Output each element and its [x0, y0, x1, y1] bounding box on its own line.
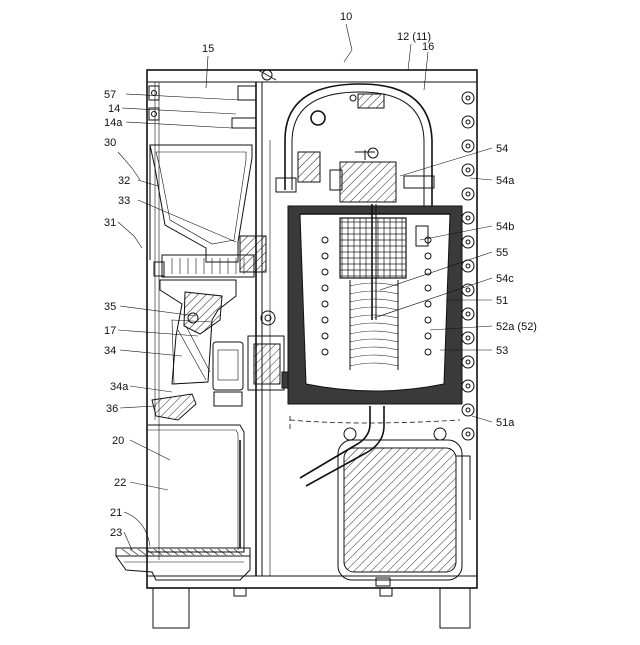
condenser-coil — [462, 92, 474, 440]
label-54b: 54b — [496, 221, 514, 233]
evaporator-motor — [276, 148, 434, 202]
motor-block — [213, 311, 290, 390]
label-55: 55 — [496, 247, 508, 259]
label-53: 53 — [496, 345, 508, 357]
auger-assembly — [154, 236, 266, 277]
label-54a: 54a — [496, 175, 515, 187]
label-23: 23 — [110, 527, 122, 539]
label-17: 17 — [104, 325, 116, 337]
ice-outlet — [152, 392, 242, 420]
label-31: 31 — [104, 217, 116, 229]
label-30: 30 — [104, 137, 116, 149]
label-14: 14 — [108, 103, 120, 115]
label-20: 20 — [112, 435, 124, 447]
label-36: 36 — [106, 403, 118, 415]
label-35: 35 — [104, 301, 116, 313]
label-34: 34 — [104, 345, 116, 357]
label-52a: 52a (52) — [496, 321, 537, 333]
drip-tank — [148, 425, 244, 552]
label-32: 32 — [118, 175, 130, 187]
label-33: 33 — [118, 195, 130, 207]
label-54c: 54c — [496, 273, 514, 285]
dashed-pipe — [290, 416, 460, 432]
ice-hopper — [150, 145, 252, 262]
label-22: 22 — [114, 477, 126, 489]
label-51: 51 — [496, 295, 508, 307]
label-57: 57 — [104, 89, 116, 101]
label-15: 15 — [202, 43, 214, 55]
label-10: 10 — [340, 11, 352, 23]
label-14a: 14a — [104, 117, 123, 129]
label-34a: 34a — [110, 381, 129, 393]
drain-grill — [116, 548, 250, 580]
compressor — [300, 406, 470, 586]
label-51a: 51a — [496, 417, 515, 429]
label-16: 16 — [422, 41, 434, 53]
top-bracket — [149, 70, 276, 128]
label-21: 21 — [110, 507, 122, 519]
label-54: 54 — [496, 143, 508, 155]
dispense-chute — [160, 280, 236, 384]
